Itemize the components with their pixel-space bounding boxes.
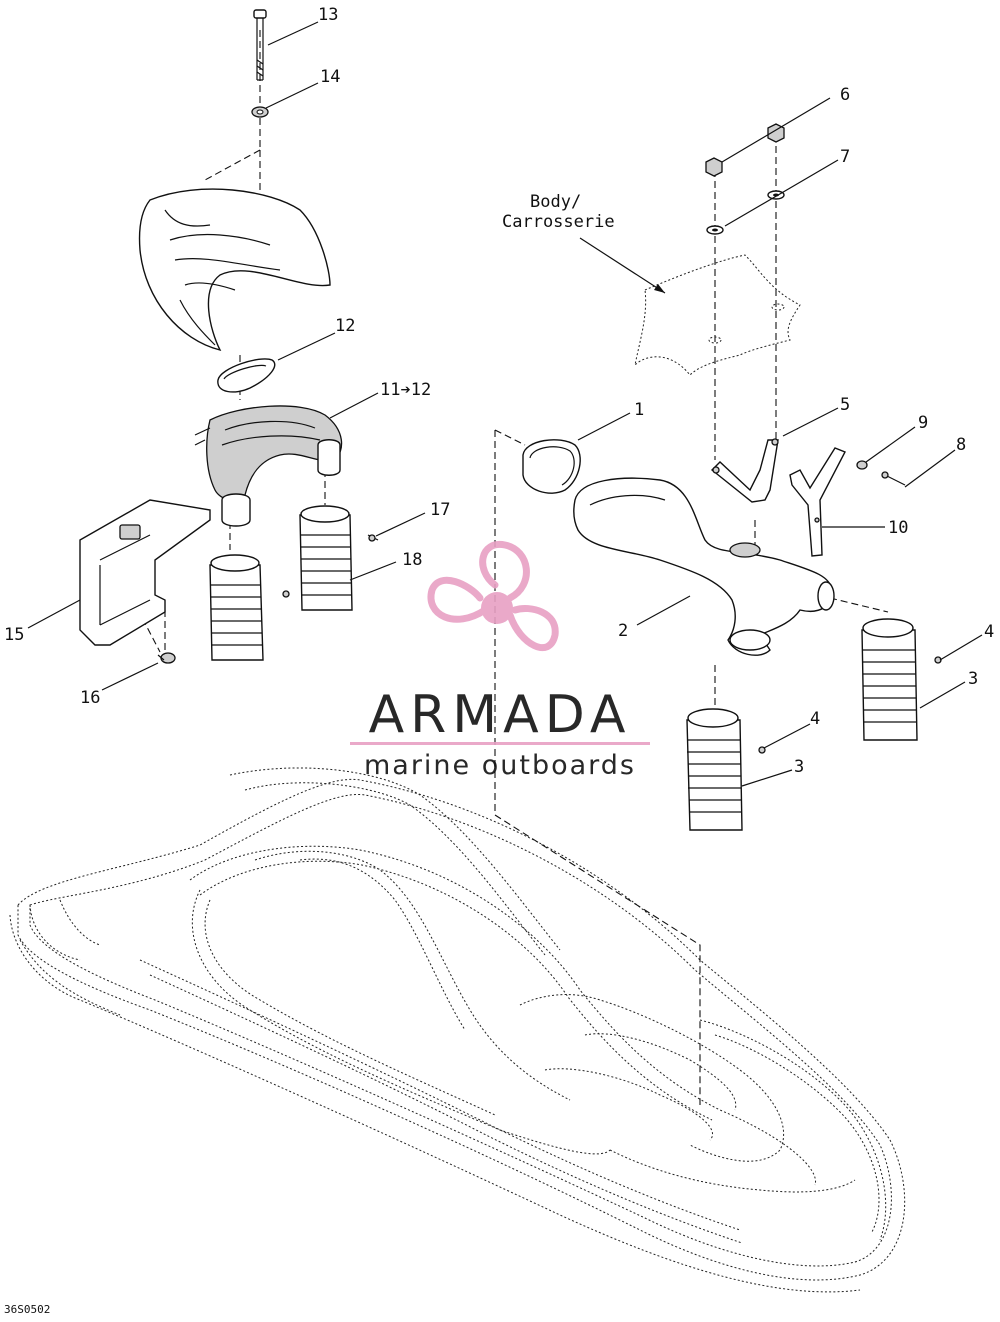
callout-9: 9 <box>918 413 928 433</box>
body-label-line2: Carrosserie <box>502 212 615 232</box>
body-label: Body/ Carrosserie <box>502 192 615 232</box>
bracket-part-15 <box>79 499 211 646</box>
washer-part-9 <box>856 460 868 470</box>
clamp-screws-4 <box>758 656 942 754</box>
bellows-right-upper <box>861 618 918 741</box>
callout-17: 17 <box>430 500 450 520</box>
callout-4-lower: 4 <box>810 709 820 729</box>
watermark-brand: ARMADA <box>369 685 632 745</box>
callout-5: 5 <box>840 395 850 415</box>
gasket-part-12 <box>217 358 276 393</box>
vent-cover-part <box>138 188 331 352</box>
diagram-code: 36S0502 <box>4 1303 50 1316</box>
callout-labels: 13 14 12 11➔12 15 16 17 18 1 2 3 4 3 4 5… <box>4 5 994 777</box>
callout-1: 1 <box>634 400 644 420</box>
callout-8: 8 <box>956 435 966 455</box>
bellows-right-lower <box>686 708 743 831</box>
leader-lines <box>27 21 983 787</box>
bolt-part-13 <box>253 9 267 81</box>
hull-outline <box>9 767 906 1293</box>
watermark: ARMADA marine outboards <box>350 541 650 781</box>
washer-part-7 <box>706 190 785 235</box>
bellows-part-18 <box>299 505 353 611</box>
body-label-line1: Body/ <box>530 192 581 212</box>
callout-3-right: 3 <box>968 669 978 689</box>
screw-part-17 <box>367 534 379 542</box>
gasket-part-1 <box>522 439 581 494</box>
watermark-underline <box>350 742 650 745</box>
nut-part-6 <box>705 123 785 177</box>
screw-left-bellows <box>282 590 290 598</box>
callout-2: 2 <box>618 621 628 641</box>
bracket-part-5 <box>710 438 779 503</box>
screw-part-8 <box>881 471 906 486</box>
callout-13: 13 <box>318 5 338 25</box>
callout-4-right: 4 <box>984 622 994 642</box>
duct-part-11 <box>194 405 343 527</box>
callout-16: 16 <box>80 688 100 708</box>
callout-14: 14 <box>320 67 340 87</box>
callout-18: 18 <box>402 550 422 570</box>
callout-7: 7 <box>840 147 850 167</box>
callout-6: 6 <box>840 85 850 105</box>
callout-10: 10 <box>888 518 908 538</box>
callout-3-lower: 3 <box>794 757 804 777</box>
screw-part-16 <box>157 652 176 664</box>
duct-part-2 <box>573 477 835 656</box>
watermark-tagline: marine outboards <box>364 750 636 781</box>
body-panel <box>634 254 801 376</box>
callout-11-12: 11➔12 <box>380 380 431 400</box>
callout-15: 15 <box>4 625 24 645</box>
callout-12: 12 <box>335 316 355 336</box>
propeller-logo-icon <box>427 541 559 651</box>
bellows-left <box>209 554 264 661</box>
washer-part-14 <box>251 106 269 118</box>
bracket-part-10 <box>789 447 846 557</box>
